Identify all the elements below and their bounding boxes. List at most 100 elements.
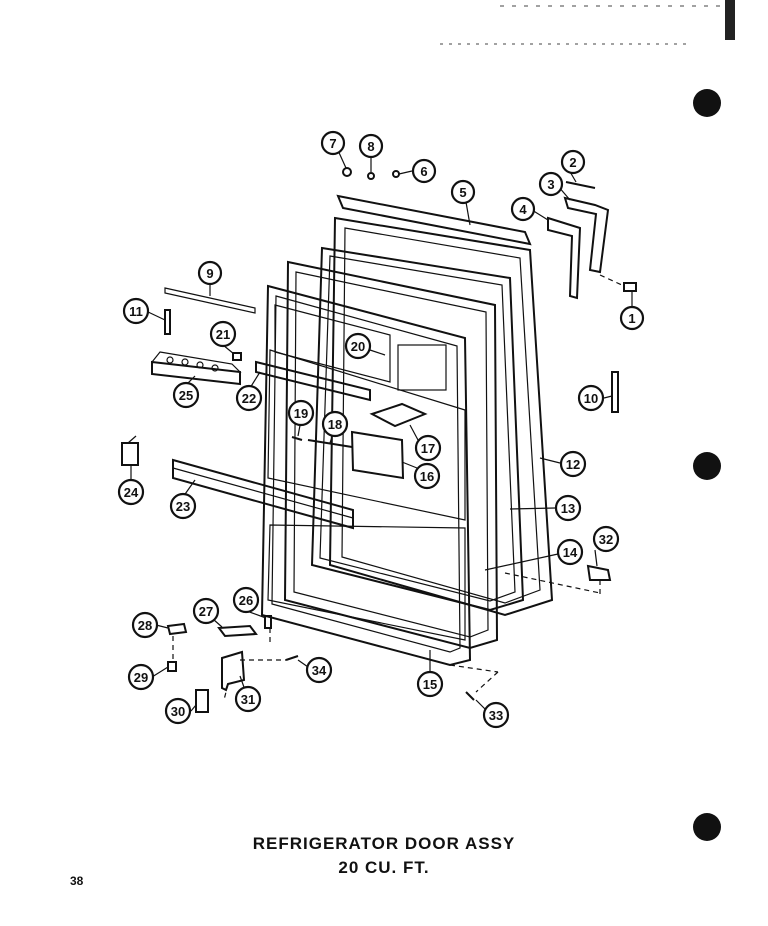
upper-hinge xyxy=(563,196,610,274)
callout-1: 1 xyxy=(619,305,645,331)
callout-3-label: 3 xyxy=(547,177,554,192)
side-strip-11 xyxy=(164,309,171,335)
callout-17-label: 17 xyxy=(421,441,435,456)
screw-6 xyxy=(392,170,400,178)
callout-28-label: 28 xyxy=(138,618,152,633)
callout-10: 10 xyxy=(577,384,605,412)
callout-7-label: 7 xyxy=(329,136,336,151)
leader-lines xyxy=(130,145,633,712)
door-shelf-bar xyxy=(172,458,354,530)
callout-11-label: 11 xyxy=(129,304,143,319)
callout-19: 19 xyxy=(287,399,315,427)
callout-23-label: 23 xyxy=(176,499,190,514)
callout-6: 6 xyxy=(411,158,437,184)
hinge-pin xyxy=(565,181,596,189)
callout-27: 27 xyxy=(192,597,220,625)
assembly-lines xyxy=(172,572,601,701)
callout-31: 31 xyxy=(234,685,262,713)
callout-19-label: 19 xyxy=(294,406,308,421)
scan-noise xyxy=(440,0,740,45)
callout-29-label: 29 xyxy=(134,670,148,685)
callout-27-label: 27 xyxy=(199,604,213,619)
bracket-32 xyxy=(586,564,612,581)
callout-30: 30 xyxy=(164,697,192,725)
clip-21 xyxy=(232,352,242,361)
callout-6-label: 6 xyxy=(420,164,427,179)
callout-8-label: 8 xyxy=(367,139,374,154)
washer-28 xyxy=(166,622,188,636)
strip-18 xyxy=(307,439,353,448)
callout-29: 29 xyxy=(127,663,155,691)
compartment-door xyxy=(369,402,428,428)
callout-22: 22 xyxy=(235,384,263,412)
callout-1-label: 1 xyxy=(628,311,635,326)
thermostat-bracket xyxy=(150,351,242,386)
callout-4-label: 4 xyxy=(519,202,527,217)
callout-17: 17 xyxy=(414,434,442,462)
callout-9-label: 9 xyxy=(206,266,213,281)
callout-34: 34 xyxy=(305,656,333,684)
door-inner-liner xyxy=(260,284,472,667)
top-hinge-plate xyxy=(336,194,532,246)
callout-9: 9 xyxy=(197,260,223,286)
screw-7 xyxy=(342,167,352,177)
callout-7: 7 xyxy=(320,130,346,156)
callout-18-label: 18 xyxy=(328,417,342,432)
callout-3: 3 xyxy=(538,171,564,197)
diagram-title: REFRIGERATOR DOOR ASSY xyxy=(252,834,516,853)
binder-hole-middle xyxy=(693,452,721,480)
callout-12: 12 xyxy=(559,450,587,478)
callout-18: 18 xyxy=(321,410,349,438)
hinge-screw xyxy=(599,274,637,292)
callout-5: 5 xyxy=(450,179,476,205)
callout-8: 8 xyxy=(358,133,384,159)
callout-31-label: 31 xyxy=(241,692,255,707)
butter-compartment xyxy=(350,430,405,480)
callout-24-label: 24 xyxy=(124,485,139,500)
screw-29 xyxy=(167,661,177,672)
callout-21-label: 21 xyxy=(216,327,230,342)
callout-26-label: 26 xyxy=(239,593,253,608)
callout-23: 23 xyxy=(169,492,197,520)
callout-32: 32 xyxy=(592,525,620,553)
callout-4: 4 xyxy=(510,196,536,222)
callout-20-label: 20 xyxy=(351,339,365,354)
door-frame xyxy=(283,260,499,650)
callout-28: 28 xyxy=(131,611,159,639)
callout-2: 2 xyxy=(560,149,586,175)
plate-30 xyxy=(195,689,209,713)
callout-14: 14 xyxy=(556,538,584,566)
callout-15-label: 15 xyxy=(423,677,437,692)
callout-2-label: 2 xyxy=(569,155,576,170)
callout-10-label: 10 xyxy=(584,391,598,406)
callout-21: 21 xyxy=(209,320,237,348)
callout-15: 15 xyxy=(416,670,444,698)
callout-16-label: 16 xyxy=(420,469,434,484)
callout-13: 13 xyxy=(554,494,582,522)
screw-8 xyxy=(367,172,375,180)
upper-shelf-bar xyxy=(255,360,371,402)
binder-hole-bottom xyxy=(693,813,721,841)
strip-19 xyxy=(291,436,303,441)
diagram-subtitle: 20 CU. FT. xyxy=(338,858,430,877)
hinge-bracket xyxy=(547,216,582,300)
callout-30-label: 30 xyxy=(171,704,185,719)
callout-5-label: 5 xyxy=(459,185,466,200)
door-stop-10 xyxy=(611,371,619,413)
callout-16: 16 xyxy=(413,462,441,490)
callout-13-label: 13 xyxy=(561,501,575,516)
hinge-pin-26 xyxy=(264,615,272,629)
callout-14-label: 14 xyxy=(563,545,578,560)
callout-33: 33 xyxy=(482,701,510,729)
screw-34 xyxy=(285,655,299,661)
callout-32-label: 32 xyxy=(599,532,613,547)
hinge-27 xyxy=(217,624,258,638)
callout-24: 24 xyxy=(117,478,145,506)
binder-hole-top xyxy=(693,89,721,117)
bracket-31 xyxy=(221,650,246,692)
callout-33-label: 33 xyxy=(489,708,503,723)
callout-25-label: 25 xyxy=(179,388,193,403)
switch-24 xyxy=(121,435,139,466)
callout-20: 20 xyxy=(344,332,372,360)
